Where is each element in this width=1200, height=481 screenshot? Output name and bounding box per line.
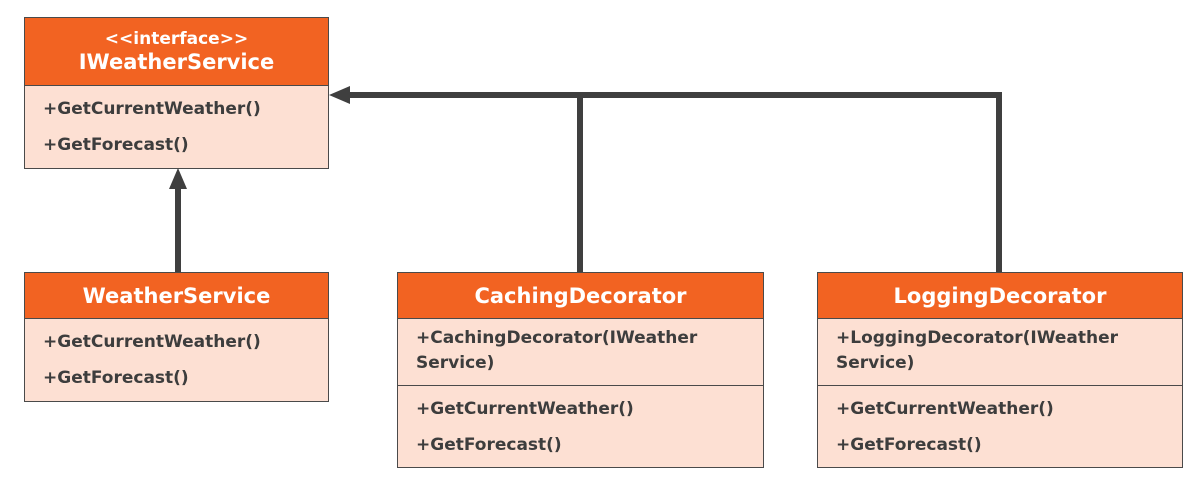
loggingdecorator-name: LoggingDecorator	[893, 283, 1107, 308]
weatherservice-arrowhead	[169, 168, 187, 189]
iweatherservice-class: <<interface>> IWeatherService +GetCurren…	[24, 17, 329, 169]
iweatherservice-header: <<interface>> IWeatherService	[25, 18, 328, 86]
iweatherservice-method-getcurrentweather: +GetCurrentWeather()	[43, 99, 261, 119]
iweatherservice-stereotype: <<interface>>	[104, 28, 249, 49]
cachingdecorator-header: CachingDecorator	[398, 273, 763, 319]
cachingdecorator-methods: +GetCurrentWeather() +GetForecast()	[398, 385, 763, 462]
weatherservice-class: WeatherService +GetCurrentWeather() +Get…	[24, 272, 329, 402]
cachingdecorator-method-getforecast: +GetForecast()	[416, 435, 562, 455]
weatherservice-method-getcurrentweather: +GetCurrentWeather()	[43, 332, 261, 352]
loggingdecorator-constructor-section: +LoggingDecorator(IWeather Service)	[818, 319, 1182, 385]
weatherservice-name: WeatherService	[82, 283, 271, 308]
iweatherservice-methods: +GetCurrentWeather() +GetForecast()	[25, 86, 328, 162]
weatherservice-methods: +GetCurrentWeather() +GetForecast()	[25, 319, 328, 395]
iweatherservice-method-getforecast: +GetForecast()	[43, 135, 189, 155]
loggingdecorator-constructor: +LoggingDecorator(IWeather Service)	[836, 328, 1119, 373]
iweatherservice-name: IWeatherService	[78, 49, 275, 74]
cachingdecorator-constructor: +CachingDecorator(IWeather Service)	[416, 328, 698, 373]
loggingdecorator-methods: +GetCurrentWeather() +GetForecast()	[818, 385, 1182, 462]
weatherservice-method-getforecast: +GetForecast()	[43, 368, 189, 388]
loggingdecorator-method-getcurrentweather: +GetCurrentWeather()	[836, 399, 1054, 419]
loggingdecorator-header: LoggingDecorator	[818, 273, 1182, 319]
decorator-arrowhead	[329, 86, 350, 104]
weatherservice-header: WeatherService	[25, 273, 328, 319]
cachingdecorator-constructor-section: +CachingDecorator(IWeather Service)	[398, 319, 763, 385]
cachingdecorator-name: CachingDecorator	[474, 283, 687, 308]
cachingdecorator-method-getcurrentweather: +GetCurrentWeather()	[416, 399, 634, 419]
cachingdecorator-class: CachingDecorator +CachingDecorator(IWeat…	[397, 272, 764, 468]
loggingdecorator-method-getforecast: +GetForecast()	[836, 435, 982, 455]
loggingdecorator-class: LoggingDecorator +LoggingDecorator(IWeat…	[817, 272, 1183, 468]
